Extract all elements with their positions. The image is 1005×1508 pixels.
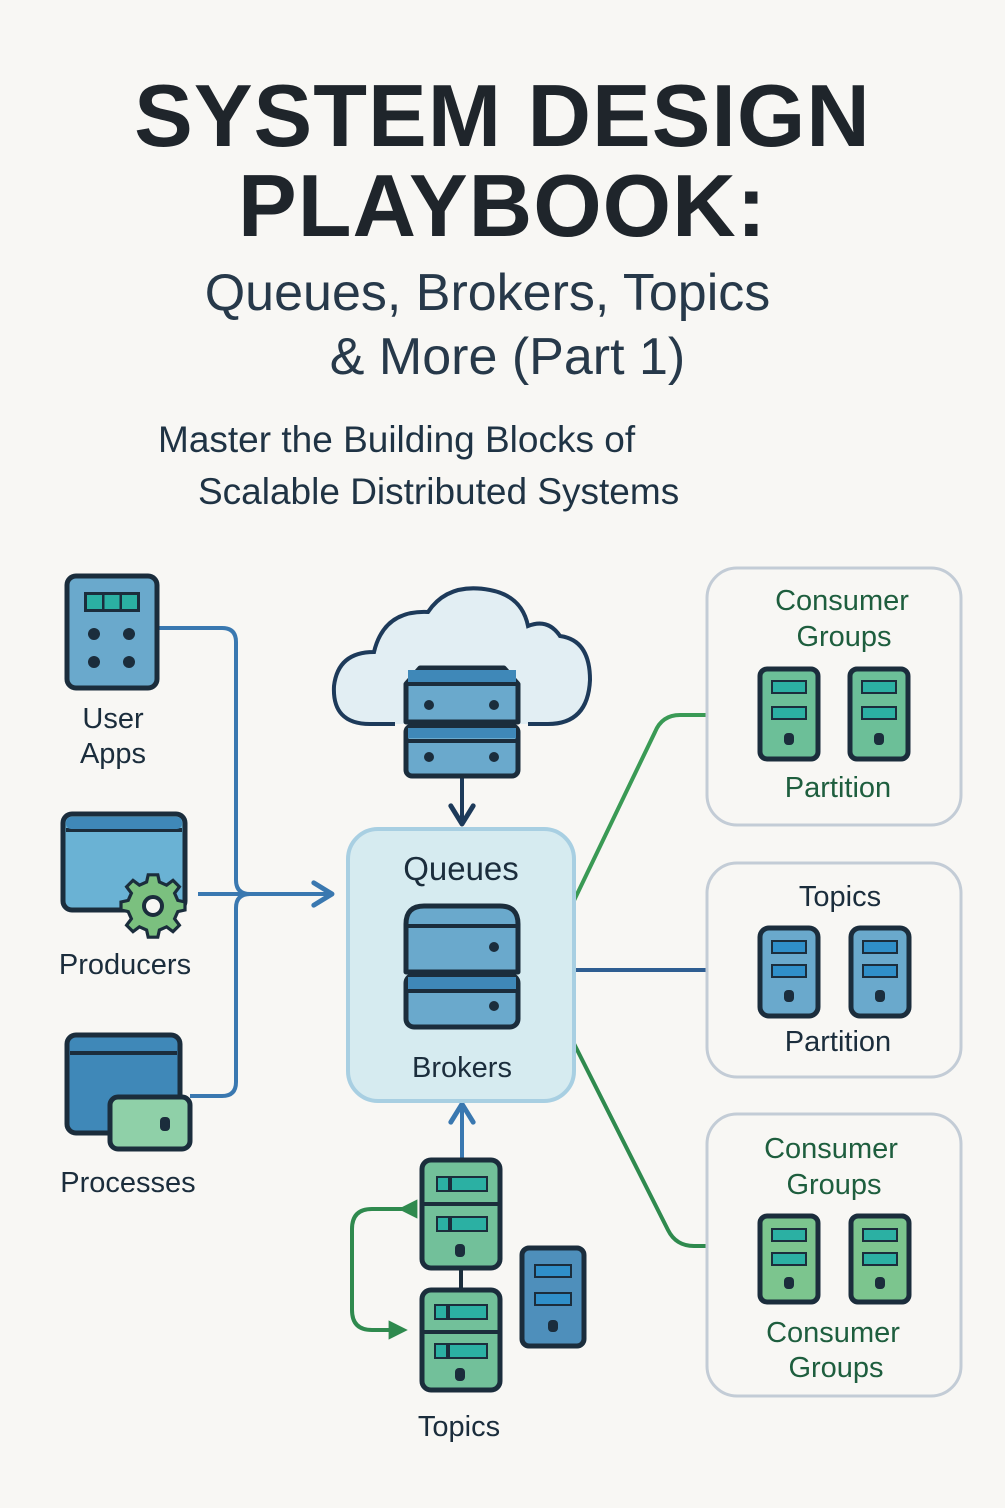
topic-server-stack-bottom bbox=[419, 1287, 503, 1393]
partition-server-icon bbox=[757, 666, 821, 762]
tagline-line-1: Master the Building Blocks of bbox=[158, 419, 636, 460]
panel-1-title-2: Groups bbox=[796, 621, 891, 653]
consumer-server-icon bbox=[848, 1213, 912, 1305]
queues-title: Queues bbox=[403, 850, 519, 887]
subtitle-line-1: Queues, Brokers, Topics bbox=[204, 264, 771, 322]
source-label-user-apps-1: User bbox=[82, 703, 144, 735]
partition-server-icon bbox=[847, 666, 911, 762]
window-gear-icon bbox=[60, 811, 188, 939]
panel-3-caption-1: Consumer bbox=[766, 1317, 900, 1349]
panel-topics bbox=[705, 861, 963, 1079]
title-line-1: SYSTEM DESIGN bbox=[134, 66, 871, 165]
title-line-2: PLAYBOOK: bbox=[238, 156, 767, 255]
panel-2-title: Topics bbox=[799, 881, 881, 913]
window-card-icon bbox=[64, 1032, 193, 1152]
panel-3-title-1: Consumer bbox=[764, 1133, 898, 1165]
tagline-line-2: Scalable Distributed Systems bbox=[198, 471, 680, 512]
topics-bottom-label: Topics bbox=[418, 1411, 500, 1443]
topic-server-stack-top bbox=[419, 1157, 503, 1271]
keypad-device-icon bbox=[64, 573, 160, 691]
source-label-processes: Processes bbox=[60, 1167, 195, 1199]
consumer-server-icon bbox=[757, 1213, 821, 1305]
connector-processes bbox=[190, 892, 251, 1098]
broker-server-icon bbox=[403, 903, 521, 1030]
panel-2-caption: Partition bbox=[785, 1026, 891, 1058]
partition-server-icon bbox=[848, 925, 912, 1019]
replication-arrow bbox=[350, 1199, 418, 1340]
subtitle-line-2: & More (Part 1) bbox=[329, 328, 686, 386]
panel-1-caption: Partition bbox=[785, 772, 891, 804]
standalone-server-icon bbox=[519, 1245, 587, 1349]
cloud-server-icon bbox=[331, 586, 593, 779]
source-label-user-apps-2: Apps bbox=[80, 738, 146, 770]
source-label-producers: Producers bbox=[59, 949, 191, 981]
brokers-caption: Brokers bbox=[412, 1052, 512, 1084]
partition-server-icon bbox=[757, 925, 821, 1019]
gear-icon bbox=[119, 873, 187, 939]
cloud-server-stack bbox=[403, 665, 521, 779]
panel-3-title-2: Groups bbox=[786, 1169, 881, 1201]
panel-1-title-1: Consumer bbox=[775, 585, 909, 617]
panel-3-caption-2: Groups bbox=[788, 1352, 883, 1384]
panel-consumer-groups-bottom bbox=[705, 1112, 963, 1398]
